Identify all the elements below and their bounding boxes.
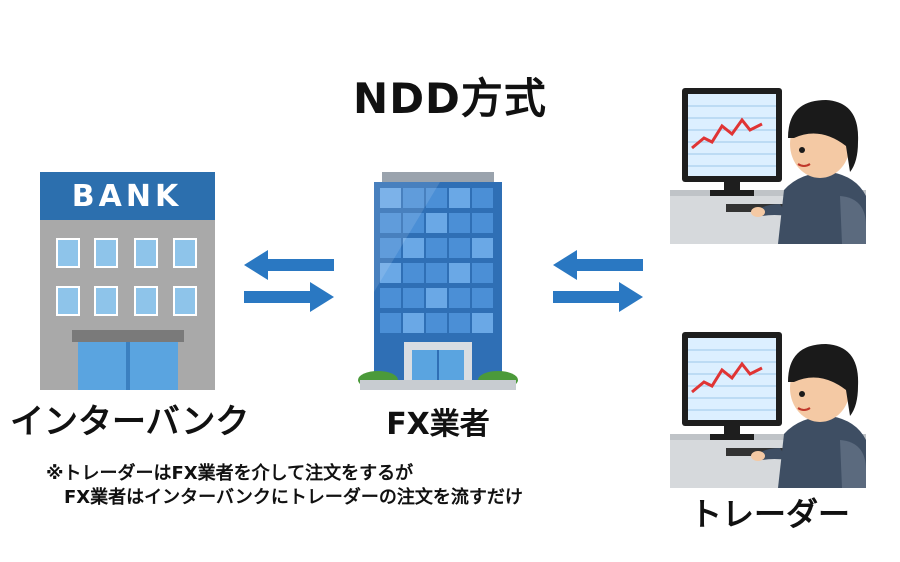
note-line-2: FX業者はインターバンクにトレーダーの注文を流すだけ bbox=[64, 487, 523, 508]
office-window bbox=[472, 213, 493, 233]
trader-at-computer-icon bbox=[670, 88, 866, 244]
interbank-label: インターバンク bbox=[10, 402, 250, 442]
office-window bbox=[403, 188, 424, 208]
office-window bbox=[403, 288, 424, 308]
office-window bbox=[426, 313, 447, 333]
office-window bbox=[403, 313, 424, 333]
trader-label: トレーダー bbox=[689, 495, 850, 533]
office-window bbox=[380, 288, 401, 308]
trader-at-computer-icon bbox=[670, 332, 866, 488]
office-window bbox=[449, 213, 470, 233]
office-window bbox=[403, 238, 424, 258]
office-window bbox=[449, 288, 470, 308]
office-window bbox=[472, 188, 493, 208]
office-window bbox=[426, 288, 447, 308]
office-window bbox=[472, 238, 493, 258]
bank-sign-text: BANK bbox=[72, 179, 182, 214]
explanation-note: ※トレーダーはFX業者を介して注文をするが FX業者はインターバンクにトレーダー… bbox=[46, 462, 523, 510]
office-window bbox=[426, 263, 447, 283]
office-window bbox=[426, 213, 447, 233]
arrow-fx-to-trader-icon bbox=[553, 282, 643, 312]
office-building-icon bbox=[358, 172, 518, 390]
office-window bbox=[472, 313, 493, 333]
note-line-1: ※トレーダーはFX業者を介して注文をするが bbox=[46, 463, 414, 484]
office-window bbox=[449, 313, 470, 333]
office-window bbox=[426, 238, 447, 258]
arrow-fx-to-bank-icon bbox=[244, 250, 334, 280]
bank-building-icon: BANK bbox=[40, 172, 215, 390]
office-window bbox=[403, 213, 424, 233]
arrow-bank-to-fx-icon bbox=[244, 282, 334, 312]
office-window bbox=[380, 213, 401, 233]
office-window bbox=[449, 188, 470, 208]
office-window bbox=[449, 263, 470, 283]
office-window bbox=[380, 238, 401, 258]
office-window bbox=[403, 263, 424, 283]
arrow-trader-to-fx-icon bbox=[553, 250, 643, 280]
office-window bbox=[380, 188, 401, 208]
office-window bbox=[449, 238, 470, 258]
office-window bbox=[426, 188, 447, 208]
office-window bbox=[380, 263, 401, 283]
office-window bbox=[380, 313, 401, 333]
fx-dealer-label: FX業者 bbox=[386, 407, 490, 442]
office-window bbox=[472, 288, 493, 308]
office-window bbox=[472, 263, 493, 283]
diagram-title: NDD方式 bbox=[353, 74, 547, 123]
